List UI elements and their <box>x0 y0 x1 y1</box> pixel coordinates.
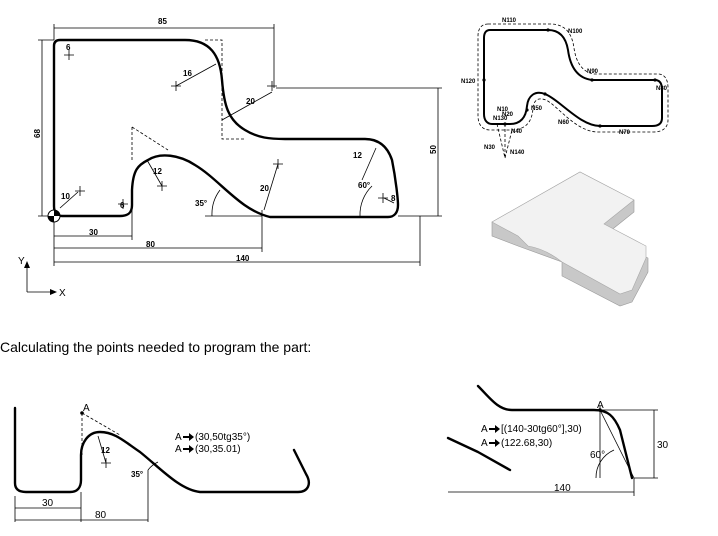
detail-left-formula-2-a: A <box>175 444 182 455</box>
dim-line-30 <box>54 205 133 240</box>
dim-r12-right: 12 <box>353 151 362 160</box>
section-caption: Calculating the points needed to program… <box>0 339 312 355</box>
detail-left-formula-1: A (30,50tg35°) <box>175 432 250 443</box>
detail-right-formula-2-a: A <box>481 438 488 449</box>
detail-left-angle-35-label: 35° <box>131 470 143 479</box>
dim-80: 80 <box>146 240 155 249</box>
toolpath-nodes <box>482 28 657 128</box>
leader-r12a <box>146 159 163 187</box>
dim-line-80 <box>54 210 263 252</box>
label-n100: N100 <box>568 29 583 35</box>
detail-right-dim-30: 30 <box>657 440 669 451</box>
toolpath-offset-outline <box>477 23 669 133</box>
axis-indicator: Y X <box>18 256 66 299</box>
detail-right-point-a: A <box>597 400 604 411</box>
axis-y-label: Y <box>18 256 25 267</box>
label-n90: N90 <box>587 69 599 75</box>
construction-line-chamfer <box>131 126 169 160</box>
detail-left-angle-35 <box>147 461 159 500</box>
dim-r20-top: 20 <box>246 97 255 106</box>
detail-right-lower-edge <box>446 436 512 472</box>
detail-right-formula-1-text: [(140-30tg60°],30) <box>501 424 582 435</box>
leader-r16 <box>175 63 217 87</box>
detail-left-construction <box>81 412 121 455</box>
dim-angle-35: 35° <box>195 199 207 208</box>
dim-r6-top: 6 <box>66 43 71 52</box>
label-n130: N130 <box>493 116 508 122</box>
dim-68: 68 <box>33 129 42 138</box>
dim-line-140 <box>53 216 421 266</box>
solid-top-face <box>491 171 647 295</box>
detail-right-formula-2-text: (122.68,30) <box>501 438 552 449</box>
detail-left-outline <box>13 406 310 494</box>
part-outline <box>52 38 400 219</box>
dim-50: 50 <box>429 145 438 154</box>
label-n20: N20 <box>502 112 514 118</box>
detail-left-leader-r12 <box>97 435 111 468</box>
toolpath-diagram: N110 N100 N90 N80 N70 N60 N50 N40 N130 N… <box>461 18 669 159</box>
detail-right-dim-140: 140 <box>554 483 571 494</box>
detail-right-dims <box>448 410 658 496</box>
detail-right: A 60° 30 140 A [(140-30tg60°],30) A (122… <box>446 384 669 496</box>
detail-left-point-a-dot <box>80 411 84 415</box>
label-n60: N60 <box>558 120 570 126</box>
detail-right-angle-60 <box>595 449 615 479</box>
main-part-drawing: 85 6 16 20 68 50 12 12 20 10 8 35° 60° 6… <box>33 17 442 266</box>
detail-left-formula-1-a: A <box>175 432 182 443</box>
angle-arc-35 <box>205 189 262 217</box>
dim-angle-60: 60° <box>358 181 370 190</box>
detail-right-construction <box>599 406 658 479</box>
detail-left: A 12 35° 30 80 A (30,50tg35°) A (30,35.0… <box>13 403 310 522</box>
detail-left-dim-30: 30 <box>42 498 54 509</box>
detail-left-formula-1-text: (30,50tg35°) <box>195 432 250 443</box>
detail-left-dim-80: 80 <box>95 510 107 521</box>
detail-left-formula-2: A (30,35.01) <box>175 444 241 455</box>
leader-r8 <box>383 197 395 204</box>
origin-mark <box>47 209 61 223</box>
dim-r20-bottom: 20 <box>260 184 269 193</box>
label-n120: N120 <box>461 79 476 85</box>
detail-right-formula-2: A (122.68,30) <box>481 438 552 449</box>
label-n40: N40 <box>511 129 523 135</box>
toolpath-entry-lines <box>496 123 513 159</box>
dim-85: 85 <box>158 17 167 26</box>
detail-right-point-a-dot <box>598 408 602 412</box>
dim-r8: 8 <box>391 194 396 203</box>
axis-x-label: X <box>59 288 66 299</box>
dim-line-68 <box>38 39 54 217</box>
center-marks <box>64 50 388 209</box>
dim-line-85 <box>53 24 275 88</box>
label-n110: N110 <box>502 18 517 24</box>
detail-left-point-a: A <box>83 403 90 414</box>
detail-right-angle-60-label: 60° <box>590 450 605 461</box>
construction-line-top <box>205 39 245 140</box>
detail-right-formula-1: A [(140-30tg60°],30) <box>481 424 582 435</box>
detail-left-dims <box>14 492 149 522</box>
label-n30: N30 <box>484 145 496 151</box>
detail-left-r12: 12 <box>101 446 110 455</box>
label-n70: N70 <box>619 130 631 136</box>
solid-3d-view <box>491 171 649 307</box>
leader-r20b <box>263 163 279 211</box>
label-n80: N80 <box>656 86 668 92</box>
label-n10: N10 <box>497 107 509 113</box>
leader-r20a <box>221 91 273 121</box>
detail-left-formula-2-text: (30,35.01) <box>195 444 241 455</box>
leader-r10 <box>59 191 79 209</box>
dim-r12-left: 12 <box>153 167 162 176</box>
dim-r6-bottom: 6 <box>120 201 125 210</box>
toolpath-part-outline <box>483 29 663 127</box>
detail-right-outline <box>476 384 634 480</box>
dim-r10: 10 <box>61 192 70 201</box>
detail-right-formula-1-a: A <box>481 424 488 435</box>
dim-30: 30 <box>89 228 98 237</box>
dim-r16: 16 <box>183 69 192 78</box>
label-n140: N140 <box>510 150 525 156</box>
angle-arc-60 <box>359 185 373 217</box>
leader-r12b <box>361 147 377 181</box>
label-n50: N50 <box>531 106 543 112</box>
dim-140: 140 <box>236 254 250 263</box>
